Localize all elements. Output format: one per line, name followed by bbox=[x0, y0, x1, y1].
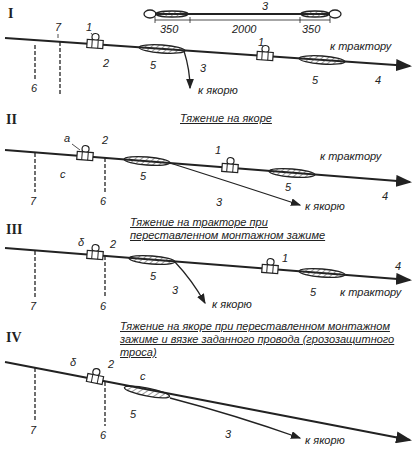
callout-label: к якорю bbox=[305, 200, 345, 213]
callout-label: 6 bbox=[100, 300, 106, 313]
callout-label: 1 bbox=[282, 252, 288, 265]
callout-label: δ bbox=[70, 356, 76, 369]
callout-label: 7 bbox=[30, 424, 36, 437]
callout-label: 5 bbox=[130, 408, 136, 421]
panel-number: III bbox=[6, 222, 22, 238]
callout-label: δ bbox=[78, 236, 84, 249]
callout-label: 1 bbox=[86, 21, 92, 34]
callout-label: 3 bbox=[225, 428, 231, 441]
callout-label: к трактору bbox=[320, 150, 381, 163]
callout-label: 7 bbox=[30, 195, 36, 208]
panel-number: IV bbox=[6, 330, 22, 346]
panel-title: Тяжение на якоре bbox=[180, 112, 320, 125]
callout-label: 3 bbox=[262, 0, 268, 13]
callout-label: к якорю bbox=[212, 298, 252, 311]
callout-label: к якорю bbox=[305, 434, 345, 447]
callout-label: 3 bbox=[216, 196, 222, 209]
callout-label: 4 bbox=[395, 260, 401, 273]
callout-label: 2 bbox=[110, 238, 116, 251]
callout-label: 5 bbox=[285, 181, 291, 194]
callout-label: к трактору bbox=[330, 40, 391, 53]
callout-label: 350 bbox=[302, 23, 320, 36]
callout-label: 2 bbox=[102, 134, 108, 147]
callout-label: 350 bbox=[160, 23, 178, 36]
panel-title: Тяжение на якоре при переставленном монт… bbox=[120, 320, 408, 359]
callout-label: 3 bbox=[172, 284, 178, 297]
panel-number: I bbox=[8, 6, 13, 22]
callout-label: 5 bbox=[150, 59, 156, 72]
callout-label: 7 bbox=[30, 300, 36, 313]
panel-title: Тяжение на тракторе при переставленном м… bbox=[130, 216, 345, 242]
callout-label: к трактору bbox=[340, 286, 401, 299]
panel-number: II bbox=[6, 112, 17, 128]
callout-label: а bbox=[64, 132, 70, 145]
callout-label: 6 bbox=[100, 195, 106, 208]
callout-label: 6 bbox=[100, 429, 106, 442]
callout-label: 4 bbox=[382, 190, 388, 203]
callout-label: 1 bbox=[258, 36, 264, 49]
callout-label: 2 bbox=[103, 57, 109, 70]
callout-label: 3 bbox=[200, 62, 206, 75]
callout-label: 6 bbox=[31, 82, 37, 95]
callout-label: 5 bbox=[140, 170, 146, 183]
callout-label: 5 bbox=[312, 74, 318, 87]
callout-label: 7 bbox=[55, 21, 61, 34]
callout-label: с bbox=[60, 168, 66, 181]
callout-label: 5 bbox=[150, 270, 156, 283]
callout-label: 1 bbox=[215, 144, 221, 157]
callout-label: 4 bbox=[375, 74, 381, 87]
callout-label: к якорю bbox=[198, 84, 238, 97]
callout-label: 2000 bbox=[232, 23, 256, 36]
callout-label: с bbox=[140, 370, 146, 383]
callout-label: 5 bbox=[310, 286, 316, 299]
callout-label: 2 bbox=[108, 358, 114, 371]
